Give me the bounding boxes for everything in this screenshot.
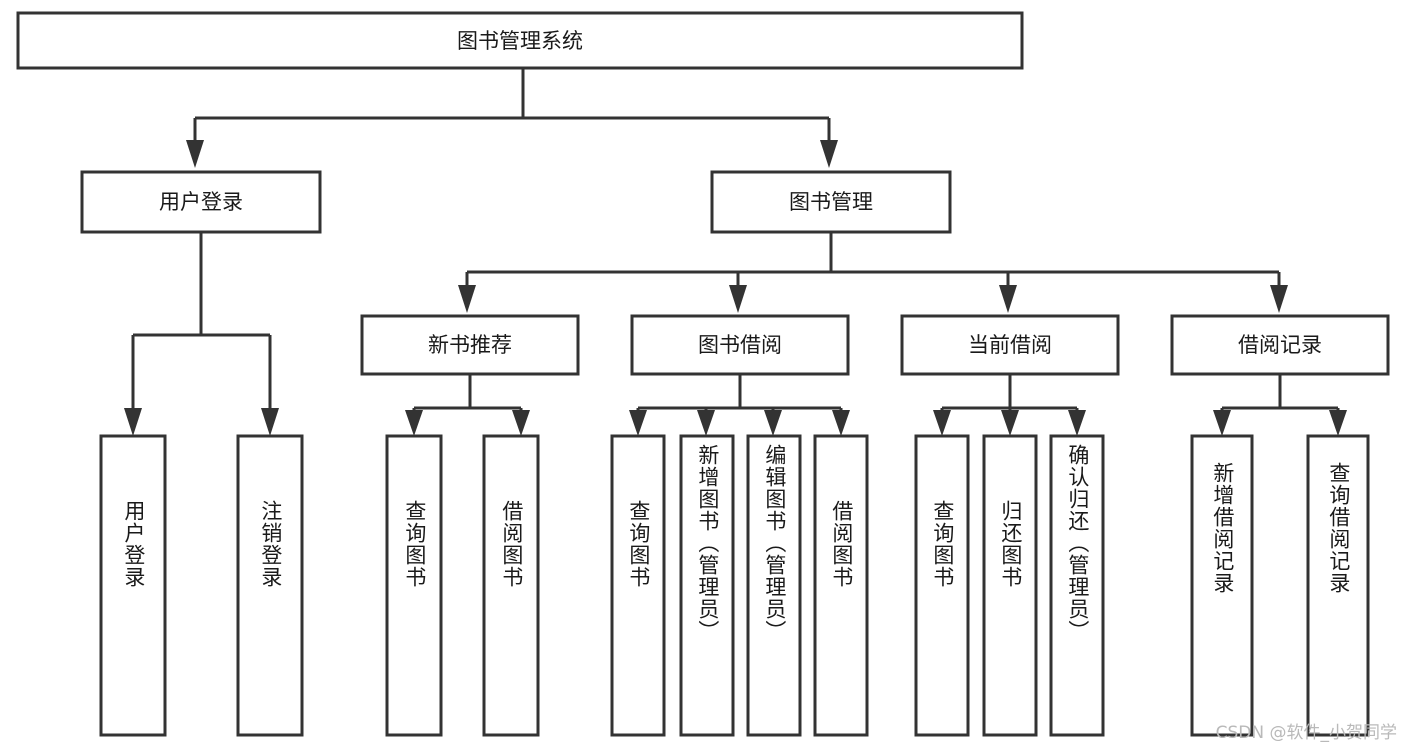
leaf-box-return-book[interactable] — [982, 434, 1038, 737]
connector-book-manage-to-level3 — [458, 232, 1288, 313]
arrow-head-icon — [820, 140, 838, 168]
node-root-box[interactable] — [16, 11, 1024, 70]
leaf-box-user-login[interactable] — [99, 434, 167, 737]
leaf-box-edit-book[interactable] — [746, 434, 802, 737]
arrow-head-icon — [1329, 410, 1347, 436]
arrow-head-icon — [697, 410, 715, 436]
node-user-login-box[interactable] — [80, 170, 322, 234]
arrow-head-icon — [512, 410, 530, 436]
connector-current-borrow-to-leaves — [933, 374, 1086, 436]
arrow-head-icon — [186, 140, 204, 168]
node-book-borrow[interactable]: 图书借阅 — [630, 314, 850, 376]
node-new-book-recommend-label: 新书推荐 — [428, 333, 512, 357]
arrow-head-icon — [629, 410, 647, 436]
leaf-box-add-record[interactable] — [1190, 434, 1254, 737]
arrow-head-icon — [124, 408, 142, 436]
connector-root-to-level2 — [186, 68, 838, 168]
arrow-head-icon — [458, 285, 476, 313]
leaf-box-query-record[interactable] — [1306, 434, 1370, 737]
arrow-head-icon — [1213, 410, 1231, 436]
node-current-borrow-label: 当前借阅 — [968, 333, 1052, 357]
node-new-book-recommend-box[interactable] — [360, 314, 580, 376]
leaf-box-query-book-3[interactable] — [914, 434, 970, 737]
leaf-box-query-book-1[interactable] — [385, 434, 443, 737]
leaf-box-confirm-return[interactable] — [1049, 434, 1105, 737]
node-book-manage-label: 图书管理 — [789, 190, 873, 214]
node-user-login-label: 用户登录 — [159, 190, 243, 214]
arrow-head-icon — [1001, 410, 1019, 436]
arrow-head-icon — [405, 410, 423, 436]
node-root-label: 图书管理系统 — [457, 29, 583, 53]
leaf-box-user-logout[interactable] — [236, 434, 304, 737]
connector-book-borrow-to-leaves — [629, 374, 850, 436]
node-borrow-record[interactable]: 借阅记录 — [1170, 314, 1390, 376]
node-book-manage[interactable]: 图书管理 — [710, 170, 952, 234]
leaf-box-add-book[interactable] — [679, 434, 735, 737]
connector-borrow-record-to-leaves — [1213, 374, 1347, 436]
arrow-head-icon — [933, 410, 951, 436]
arrow-head-icon — [729, 285, 747, 313]
node-user-login[interactable]: 用户登录 — [80, 170, 322, 234]
leaf-box-borrow-book-1[interactable] — [482, 434, 540, 737]
connector-new-book-recommend-to-leaves — [405, 374, 530, 436]
node-current-borrow[interactable]: 当前借阅 — [900, 314, 1120, 376]
node-current-borrow-box[interactable] — [900, 314, 1120, 376]
node-root[interactable]: 图书管理系统 — [16, 11, 1024, 70]
watermark-text: CSDN @软件_小贺同学 — [1215, 723, 1397, 743]
arrow-head-icon — [832, 410, 850, 436]
arrow-head-icon — [764, 410, 782, 436]
node-book-borrow-label: 图书借阅 — [698, 333, 782, 357]
arrow-head-icon — [1270, 285, 1288, 313]
leaf-box-query-book-2[interactable] — [610, 434, 666, 737]
node-borrow-record-label: 借阅记录 — [1238, 333, 1322, 357]
arrow-head-icon — [1068, 410, 1086, 436]
node-new-book-recommend[interactable]: 新书推荐 — [360, 314, 580, 376]
arrow-head-icon — [261, 408, 279, 436]
arrow-head-icon — [999, 285, 1017, 313]
leaf-box-borrow-book-2[interactable] — [813, 434, 869, 737]
connector-user-login-to-leaves — [124, 232, 279, 436]
